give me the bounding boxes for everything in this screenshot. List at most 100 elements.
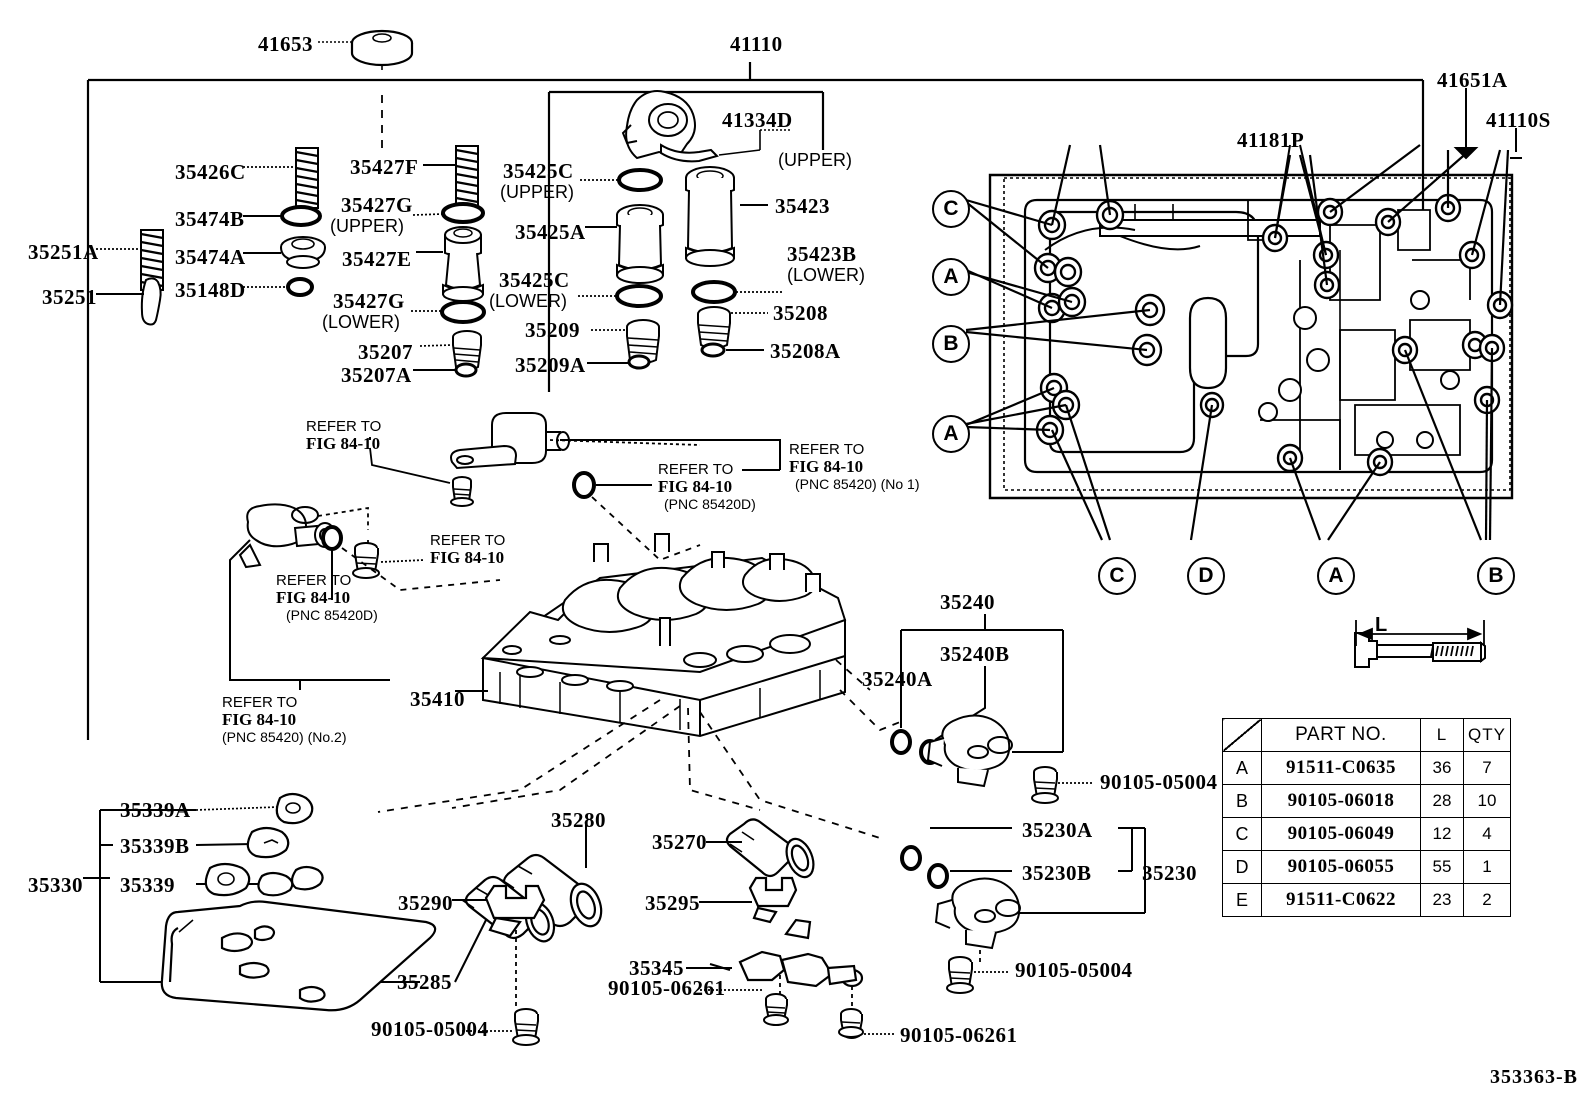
callout-35251A: 35251A [28, 240, 99, 264]
refer-line1: REFER TO [430, 532, 506, 549]
callout-35295: 35295 [645, 891, 700, 915]
row-part-no: 90105-06055 [1261, 850, 1421, 884]
table-row: B 90105-06018 28 10 [1222, 784, 1511, 818]
callout-35425C-upper-note: (UPPER) [500, 182, 575, 202]
callout-35330: 35330 [28, 873, 83, 897]
row-length: 12 [1420, 817, 1464, 851]
callout-41334D-upper: (UPPER) [778, 150, 853, 170]
refer-line1: REFER TO [789, 441, 865, 458]
refer-line2: FIG 84-10 [430, 548, 505, 567]
row-key: B [1222, 784, 1262, 818]
callout-35209: 35209 [525, 318, 580, 342]
row-qty: 10 [1463, 784, 1511, 818]
refer-line1: REFER TO [306, 418, 382, 435]
callout-35426C: 35426C [175, 160, 246, 184]
table-row: D 90105-06055 55 1 [1222, 850, 1511, 884]
callout-41651A: 41651A [1437, 68, 1508, 92]
callout-35290: 35290 [398, 891, 453, 915]
callout-35425C-lower: 35425C [499, 268, 570, 292]
row-qty: 1 [1463, 850, 1511, 884]
callout-35474A: 35474A [175, 245, 246, 269]
table-row: E 91511-C0622 23 2 [1222, 883, 1511, 917]
refer-line3: (PNC 85420D) [664, 496, 756, 512]
row-part-no: 90105-06049 [1261, 817, 1421, 851]
row-qty: 4 [1463, 817, 1511, 851]
callout-35427E: 35427E [342, 247, 412, 271]
callout-90105-06261-b: 90105-06261 [900, 1023, 1018, 1047]
callout-35425C-lower-note: (LOWER) [489, 291, 567, 311]
table-row: C 90105-06049 12 4 [1222, 817, 1511, 851]
refer-line2: FIG 84-10 [276, 588, 351, 607]
refer-line1: REFER TO [276, 572, 352, 589]
callout-90105-05004-a: 90105-05004 [1100, 770, 1218, 794]
callout-35423B: 35423B [787, 242, 857, 266]
refer-line3: (PNC 85420D) [286, 607, 378, 623]
row-part-no: 91511-C0635 [1261, 751, 1421, 785]
refer-note-4: REFER TO FIG 84-10 (PNC 85420) (No.2) [222, 694, 347, 746]
parts-table: PART NO. L QTY A 91511-C0635 36 7 B 9010… [1222, 718, 1511, 917]
bubble-a-3: A [1317, 557, 1355, 595]
callout-35209A: 35209A [515, 353, 586, 377]
refer-line3: (PNC 85420) (No 1) [795, 476, 920, 492]
refer-line2: FIG 84-10 [658, 477, 733, 496]
callout-35339B: 35339B [120, 834, 190, 858]
refer-note-6: REFER TO FIG 84-10 (PNC 85420) (No 1) [789, 441, 920, 493]
refer-line2: FIG 84-10 [306, 434, 381, 453]
dimension-label-L: L [1375, 614, 1388, 636]
table-header-qty: QTY [1463, 718, 1511, 752]
callout-35285: 35285 [397, 970, 452, 994]
refer-line2: FIG 84-10 [789, 457, 864, 476]
callout-35280: 35280 [551, 808, 606, 832]
callout-35240: 35240 [940, 590, 995, 614]
callout-35410: 35410 [410, 687, 465, 711]
row-key: D [1222, 850, 1262, 884]
callout-35339: 35339 [120, 873, 175, 897]
row-key: A [1222, 751, 1262, 785]
row-qty: 2 [1463, 883, 1511, 917]
callout-35345: 35345 [629, 956, 684, 980]
callout-35240A: 35240A [862, 667, 933, 691]
callout-35230: 35230 [1142, 861, 1197, 885]
table-corner-cell [1222, 718, 1262, 752]
callout-35270: 35270 [652, 830, 707, 854]
callout-35423: 35423 [775, 194, 830, 218]
row-qty: 7 [1463, 751, 1511, 785]
callout-90105-06261-a: 90105-06261 [608, 976, 726, 1000]
table-row: A 91511-C0635 36 7 [1222, 751, 1511, 785]
callout-35230A: 35230A [1022, 818, 1093, 842]
callout-41653: 41653 [258, 32, 313, 56]
callout-35208A: 35208A [770, 339, 841, 363]
table-body: A 91511-C0635 36 7 B 90105-06018 28 10 C… [1222, 751, 1511, 917]
callout-41110S: 41110S [1486, 108, 1551, 132]
callout-35230B: 35230B [1022, 861, 1092, 885]
refer-line1: REFER TO [658, 461, 734, 478]
refer-line2: FIG 84-10 [222, 710, 297, 729]
refer-note-2: REFER TO FIG 84-10 [430, 532, 505, 567]
bubble-a-2: A [932, 415, 970, 453]
bubble-c-2: C [1098, 557, 1136, 595]
row-length: 23 [1420, 883, 1464, 917]
callout-41334D: 41334D [722, 108, 793, 132]
row-length: 36 [1420, 751, 1464, 785]
callout-90105-05004-c: 90105-05004 [371, 1017, 489, 1041]
callout-35427G-lower: 35427G [333, 289, 405, 313]
callout-35240B: 35240B [940, 642, 1010, 666]
row-length: 28 [1420, 784, 1464, 818]
row-length: 55 [1420, 850, 1464, 884]
callout-35427F: 35427F [350, 155, 419, 179]
callout-41181P: 41181P [1237, 128, 1305, 152]
table-header-part-no: PART NO. [1261, 718, 1421, 752]
callout-35251: 35251 [42, 285, 97, 309]
callout-35474B: 35474B [175, 207, 245, 231]
row-key: E [1222, 883, 1262, 917]
callout-90105-05004-b: 90105-05004 [1015, 958, 1133, 982]
callout-35148D: 35148D [175, 278, 246, 302]
bubble-b-2: B [1477, 557, 1515, 595]
callout-35207A: 35207A [341, 363, 412, 387]
row-key: C [1222, 817, 1262, 851]
bubble-d-1: D [1187, 557, 1225, 595]
callout-35339A: 35339A [120, 798, 191, 822]
table-header-row: PART NO. L QTY [1222, 718, 1511, 752]
row-part-no: 90105-06018 [1261, 784, 1421, 818]
